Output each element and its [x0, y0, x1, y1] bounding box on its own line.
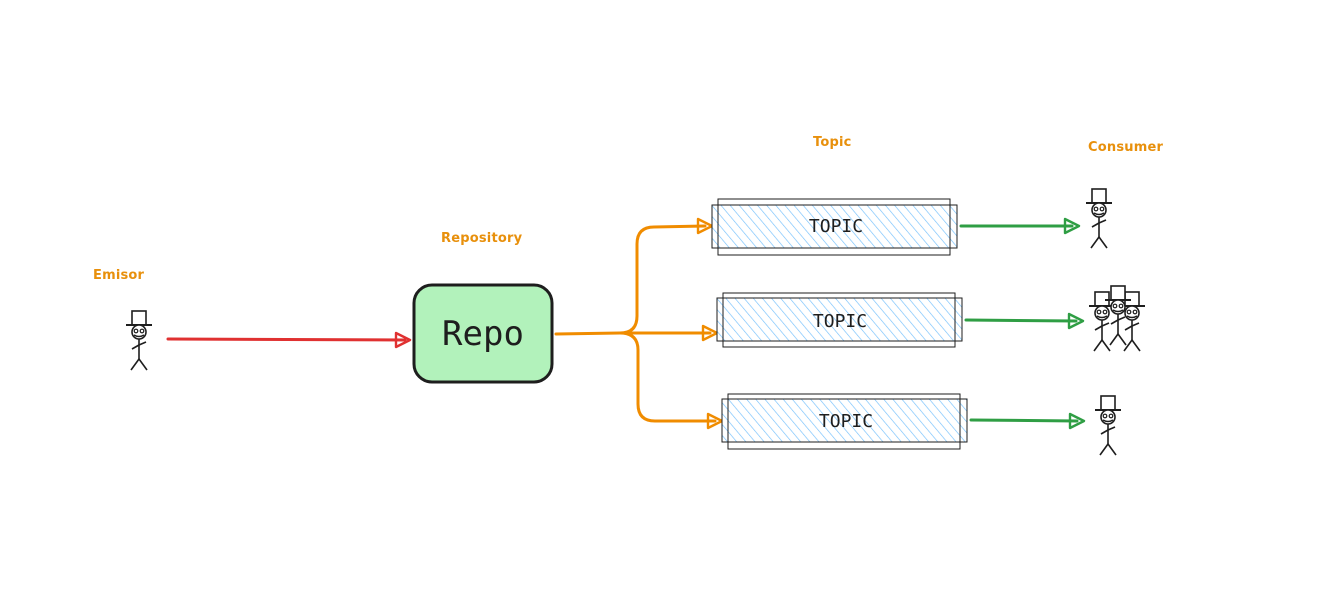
consumer-group-figures [1088, 285, 1146, 352]
topic-text-2: TOPIC [813, 311, 867, 332]
repository-label: Repository [441, 231, 523, 246]
consumer-figure-1 [1085, 188, 1113, 249]
repo-to-topics-arrows [554, 217, 724, 430]
repo-box: Repo [412, 283, 554, 384]
topic-box-3: TOPIC [721, 393, 968, 450]
topic-box-2: TOPIC [716, 292, 963, 348]
consumer-figure-3 [1094, 395, 1122, 456]
topic-label: Topic [813, 135, 852, 150]
emisor-to-repo-arrow [166, 331, 412, 349]
emisor-figure [125, 310, 153, 371]
consumer-label: Consumer [1088, 140, 1164, 155]
topic-text-1: TOPIC [809, 216, 863, 237]
repo-text: Repo [442, 314, 524, 354]
emisor-label: Emisor [93, 268, 145, 283]
topic-text-3: TOPIC [819, 411, 873, 432]
topics-to-consumers-arrows [959, 217, 1086, 430]
topic-box-1: TOPIC [711, 198, 958, 256]
